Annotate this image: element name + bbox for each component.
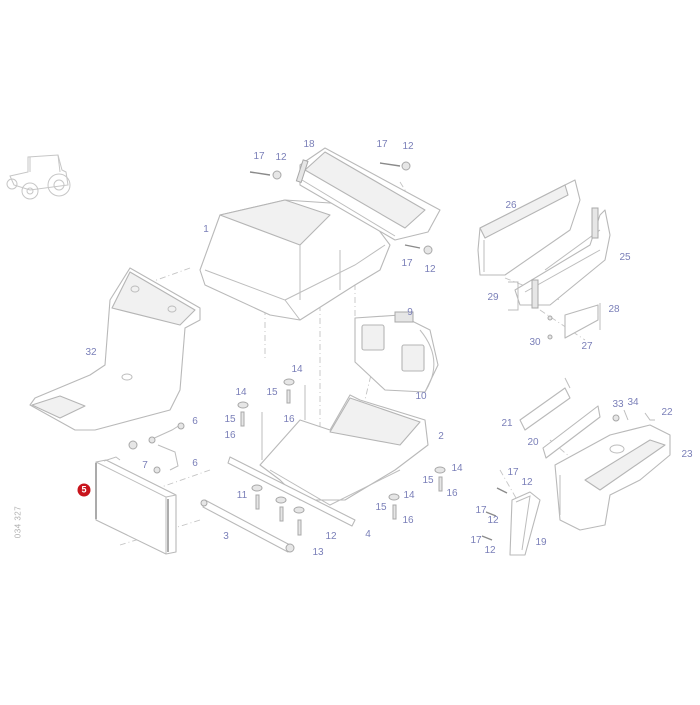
callout-6[interactable]: 6	[192, 416, 198, 427]
callout-2[interactable]: 2	[438, 431, 444, 442]
part-4-tube	[227, 456, 356, 527]
part-5-heater-core	[95, 456, 177, 555]
callout-7[interactable]: 7	[142, 460, 148, 471]
callout-32[interactable]: 32	[85, 347, 97, 358]
callout-15[interactable]: 15	[375, 502, 387, 513]
callout-17[interactable]: 17	[401, 258, 413, 269]
callout-27[interactable]: 27	[581, 341, 593, 352]
callout-12[interactable]: 12	[487, 515, 499, 526]
callout-1[interactable]: 1	[203, 224, 209, 235]
callout-20[interactable]: 20	[527, 437, 539, 448]
callout-14[interactable]: 14	[291, 364, 303, 375]
part-27-28-bracket	[547, 303, 601, 340]
callout-19[interactable]: 19	[535, 537, 547, 548]
part-18-top-duct	[295, 147, 441, 241]
callout-12[interactable]: 12	[484, 545, 496, 556]
part-21-filter	[519, 377, 571, 431]
callout-15[interactable]: 15	[224, 414, 236, 425]
callout-12[interactable]: 12	[521, 477, 533, 488]
callout-11[interactable]: 11	[236, 490, 248, 501]
callout-14[interactable]: 14	[235, 387, 247, 398]
part-2-lower-housing	[259, 385, 429, 506]
callout-33[interactable]: 33	[612, 399, 624, 410]
tractor-thumbnail-icon	[6, 154, 71, 200]
part-3-tube	[200, 499, 295, 553]
callout-12[interactable]: 12	[424, 264, 436, 275]
part-6-7-hoses	[128, 422, 185, 474]
callout-16[interactable]: 16	[224, 430, 236, 441]
callout-15[interactable]: 15	[422, 475, 434, 486]
part-10-blower	[354, 314, 439, 393]
callout-16[interactable]: 16	[446, 488, 458, 499]
callout-14[interactable]: 14	[403, 490, 415, 501]
hardware-bolts	[237, 378, 446, 536]
part-23-housing	[554, 424, 671, 531]
callout-12[interactable]: 12	[402, 141, 414, 152]
highlighted-part-badge[interactable]: 5	[77, 483, 91, 497]
callout-17[interactable]: 17	[253, 151, 265, 162]
callout-22[interactable]: 22	[661, 407, 673, 418]
callout-9[interactable]: 9	[407, 307, 413, 318]
callout-30[interactable]: 30	[529, 337, 541, 348]
part-26-duct	[477, 179, 581, 276]
callout-21[interactable]: 21	[501, 418, 513, 429]
callout-4[interactable]: 4	[365, 529, 371, 540]
callout-18[interactable]: 18	[303, 139, 315, 150]
callout-6[interactable]: 6	[192, 458, 198, 469]
callout-17[interactable]: 17	[507, 467, 519, 478]
callout-16[interactable]: 16	[283, 414, 295, 425]
part-20-filter	[542, 405, 601, 459]
part-19-duct	[481, 487, 541, 556]
callout-23[interactable]: 23	[681, 449, 693, 460]
callout-15[interactable]: 15	[266, 387, 278, 398]
callout-17[interactable]: 17	[376, 139, 388, 150]
part-1-housing	[199, 199, 391, 321]
part-9-motor-connector	[394, 311, 414, 323]
callout-25[interactable]: 25	[619, 252, 631, 263]
callout-29[interactable]: 29	[487, 292, 499, 303]
part-29-bracket	[508, 279, 539, 311]
callout-28[interactable]: 28	[608, 304, 620, 315]
part-32-floor-panel	[29, 267, 201, 431]
callout-26[interactable]: 26	[505, 200, 517, 211]
callout-10[interactable]: 10	[415, 391, 427, 402]
hardware-screws-top	[249, 161, 433, 255]
callout-3[interactable]: 3	[223, 531, 229, 542]
part-25-duct	[514, 207, 611, 306]
drawing-number: 034 327	[13, 505, 23, 539]
callout-12[interactable]: 12	[325, 531, 337, 542]
callout-13[interactable]: 13	[312, 547, 324, 558]
callout-34[interactable]: 34	[627, 397, 639, 408]
part-22-33-34-fittings	[612, 409, 655, 422]
callout-12[interactable]: 12	[275, 152, 287, 163]
callout-17[interactable]: 17	[470, 535, 482, 546]
callout-16[interactable]: 16	[402, 515, 414, 526]
callout-17[interactable]: 17	[475, 505, 487, 516]
callout-14[interactable]: 14	[451, 463, 463, 474]
